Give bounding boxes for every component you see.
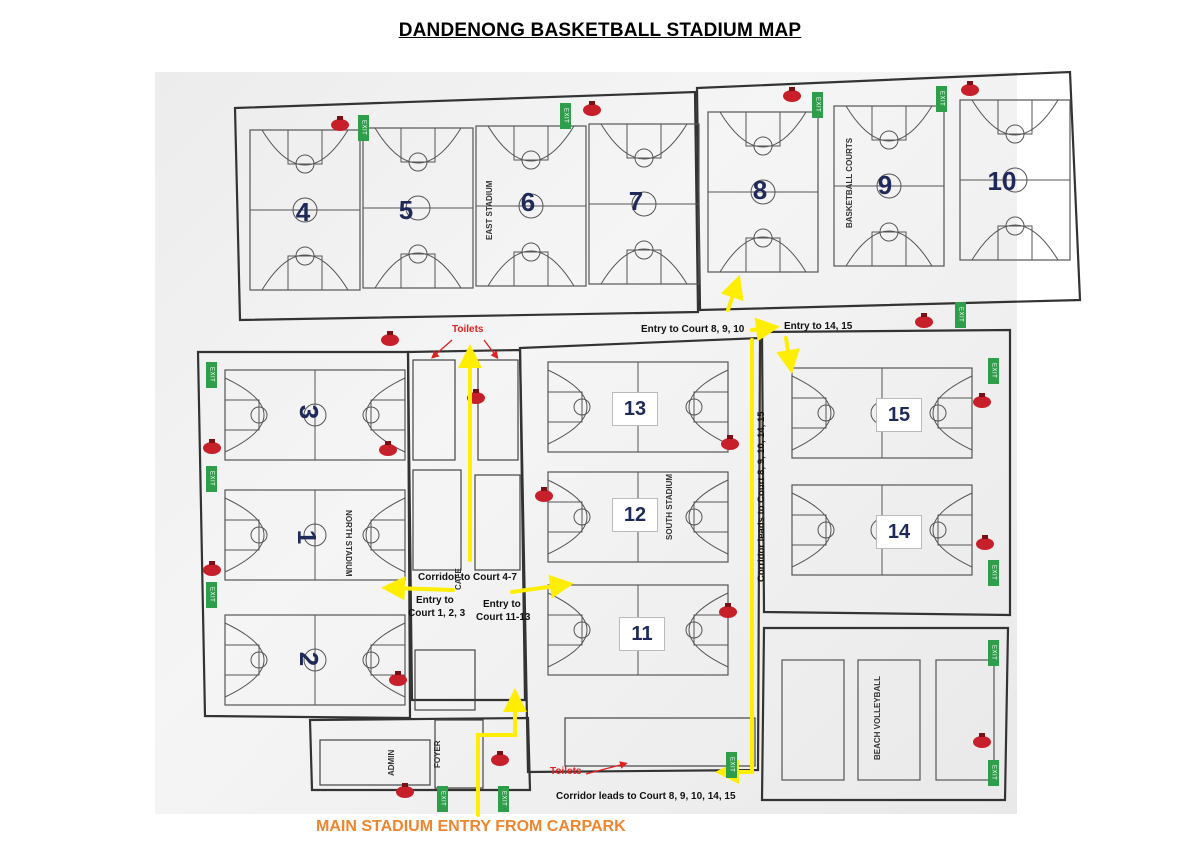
entry-courts-1-2-3-line1: Entry to bbox=[416, 595, 454, 606]
cafe-label: CAFE bbox=[454, 568, 463, 590]
entry-courts-11-13-label: Entry to Court 11-13 bbox=[476, 598, 530, 624]
exit-sign: EXIT bbox=[955, 302, 966, 328]
basketball-courts-label: BASKETBALL COURTS bbox=[845, 137, 854, 228]
entry-courts-11-13-line2: Court 11-13 bbox=[476, 612, 531, 623]
toilets-label-bottom: Toilets bbox=[550, 766, 582, 777]
exit-sign: EXIT bbox=[437, 786, 448, 812]
court-number-3: 3 bbox=[294, 405, 324, 419]
exit-sign: EXIT bbox=[358, 115, 369, 141]
court-7 bbox=[588, 123, 700, 285]
exit-sign: EXIT bbox=[498, 786, 509, 812]
exit-sign: EXIT bbox=[988, 560, 999, 586]
court-number-4: 4 bbox=[296, 197, 311, 227]
exit-sign: EXIT bbox=[988, 640, 999, 666]
entry-courts-11-13-line1: Entry to bbox=[483, 599, 521, 610]
exit-sign: EXIT bbox=[560, 103, 571, 129]
corridor-courts-4-7-label: Corridor to Court 4-7 bbox=[418, 572, 517, 583]
corridor-bottom-label: Corridor leads to Court 8, 9, 10, 14, 15 bbox=[556, 791, 736, 802]
court-box-14: 14 bbox=[876, 515, 922, 549]
entry-courts-8-9-10-label: Entry to Court 8, 9, 10 bbox=[641, 324, 745, 335]
north-stadium-label: NORTH STADIUM bbox=[344, 510, 353, 577]
court-box-15: 15 bbox=[876, 398, 922, 432]
court-box-13: 13 bbox=[612, 392, 658, 426]
court-number-5: 5 bbox=[399, 195, 413, 225]
court-box-12: 12 bbox=[612, 498, 658, 532]
east-stadium-label: EAST STADIUM bbox=[485, 180, 494, 240]
foyer-label: FOYER bbox=[433, 740, 442, 768]
exit-sign: EXIT bbox=[206, 466, 217, 492]
court-number-8: 8 bbox=[753, 175, 767, 205]
court-box-11: 11 bbox=[619, 617, 665, 651]
exit-sign: EXIT bbox=[206, 582, 217, 608]
east-courts bbox=[249, 99, 1071, 291]
exit-sign: EXIT bbox=[206, 362, 217, 388]
court-5 bbox=[362, 127, 474, 289]
entry-courts-14-15-label: Entry to 14, 15 bbox=[784, 321, 853, 332]
admin-label: ADMIN bbox=[387, 750, 396, 776]
corridor-vertical-label: Corridor leads to Court 8, 9, 10, 14, 15 bbox=[756, 411, 767, 582]
exit-sign: EXIT bbox=[812, 92, 823, 118]
map-title: DANDENONG BASKETBALL STADIUM MAP bbox=[398, 20, 802, 41]
exit-sign: EXIT bbox=[726, 752, 737, 778]
exit-sign: EXIT bbox=[988, 760, 999, 786]
court-number-6: 6 bbox=[521, 187, 535, 217]
beach-volleyball-label: BEACH VOLLEYBALL bbox=[873, 676, 882, 760]
court-number-10: 10 bbox=[988, 166, 1017, 196]
south-stadium-label: SOUTH STADIUM bbox=[665, 474, 674, 540]
direction-arrows bbox=[381, 274, 800, 817]
court-number-1: 1 bbox=[292, 530, 322, 544]
court-number-7: 7 bbox=[629, 186, 643, 216]
entry-courts-1-2-3-label: Entry to Court 1, 2, 3 bbox=[408, 594, 465, 620]
court-number-2: 2 bbox=[294, 652, 324, 666]
entry-courts-1-2-3-line2: Court 1, 2, 3 bbox=[408, 608, 466, 619]
exit-sign: EXIT bbox=[988, 358, 999, 384]
main-entry-label: MAIN STADIUM ENTRY FROM CARPARK bbox=[316, 818, 626, 835]
beach-volleyball-courts bbox=[781, 659, 995, 781]
exit-sign: EXIT bbox=[936, 86, 947, 112]
toilets-label-top: Toilets bbox=[452, 324, 484, 335]
court-number-9: 9 bbox=[878, 170, 892, 200]
